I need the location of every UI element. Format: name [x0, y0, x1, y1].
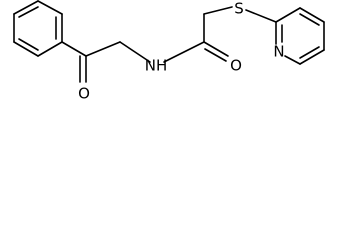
keto-chain	[61, 41, 151, 83]
bond	[275, 7, 301, 23]
double-bond-inner	[204, 48, 227, 62]
thioether-link	[245, 9, 277, 23]
carbonyl-oxygen-label: O	[78, 85, 90, 103]
bond	[13, 41, 39, 57]
sulfur-label: S	[234, 0, 244, 18]
bond	[299, 7, 325, 23]
benzene-ring	[13, 0, 63, 57]
bond	[284, 55, 301, 65]
bond	[203, 41, 229, 57]
pyridine-ring	[275, 7, 325, 65]
bond	[37, 0, 63, 15]
bond	[299, 49, 325, 65]
bond	[61, 41, 87, 57]
chemical-structure-diagram: O NH O S N	[13, 0, 325, 103]
structure-canvas: O NH O S N	[13, 0, 325, 103]
bond	[85, 41, 121, 57]
double-bond-inner	[299, 46, 320, 59]
double-bond-inner	[18, 6, 39, 18]
bond	[203, 6, 233, 15]
pyridine-nitrogen-label: N	[273, 43, 284, 61]
bond	[13, 0, 39, 15]
amide-group	[163, 6, 233, 63]
bond	[163, 41, 205, 63]
bond	[119, 41, 151, 63]
bond	[245, 9, 277, 23]
amide-oxygen-label: O	[230, 57, 242, 75]
bond	[37, 41, 63, 57]
double-bond-inner	[299, 13, 320, 26]
amide-nitrogen-label: NH	[145, 57, 168, 75]
double-bond-inner	[18, 38, 39, 51]
